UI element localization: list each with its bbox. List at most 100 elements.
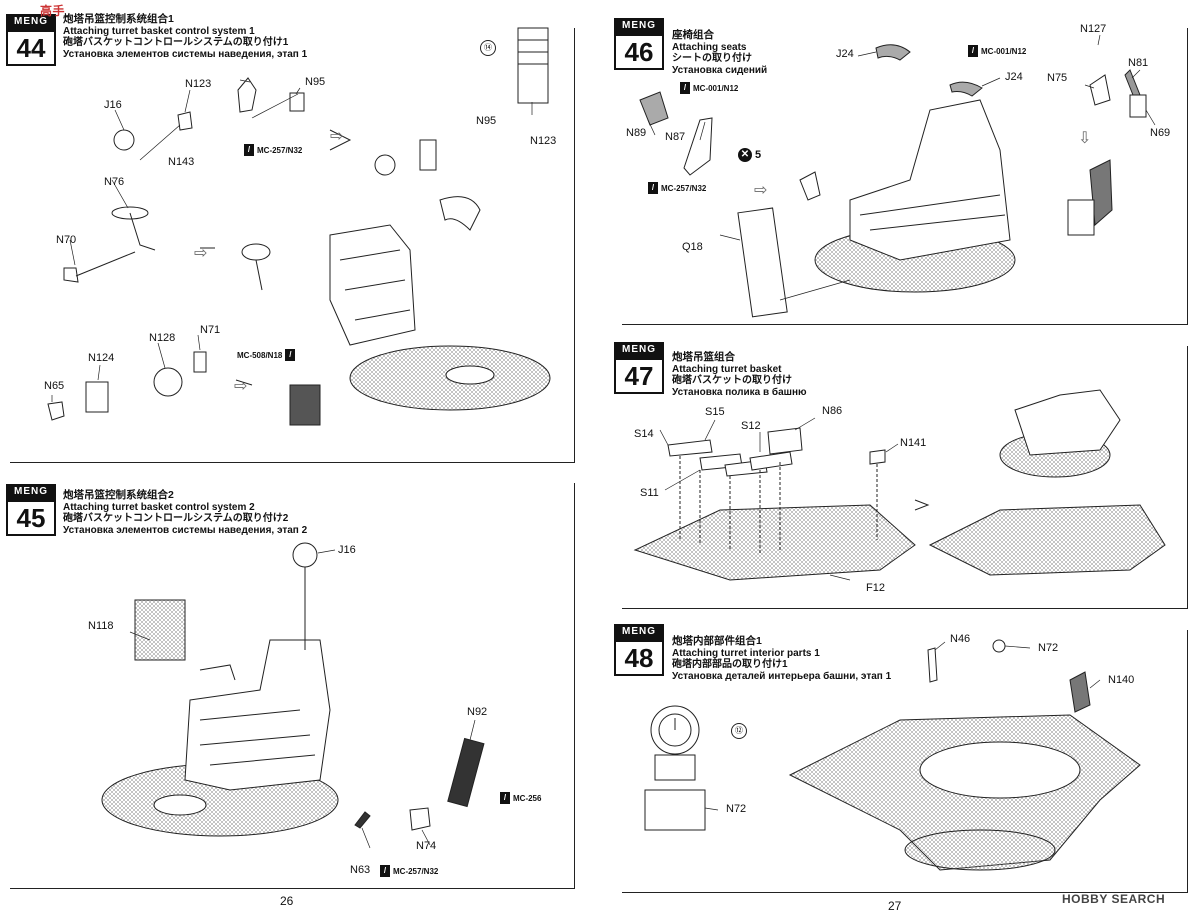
title-zh: 炮塔吊篮控制系统组合1 bbox=[63, 13, 174, 25]
paint-callout-mc257: /MC-257/N32 bbox=[380, 865, 438, 877]
title-en: Attaching turret basket control system 1 bbox=[63, 25, 255, 37]
arrow-right-icon: ⇨ bbox=[194, 245, 208, 262]
label-N92: N92 bbox=[467, 706, 488, 718]
step-46-title: 座椅组合 Attaching seats シートの取り付け Установка … bbox=[672, 29, 767, 76]
label-S14: S14 bbox=[634, 428, 654, 440]
step-number: 44 bbox=[6, 30, 56, 66]
step-number: 45 bbox=[6, 500, 56, 536]
paint-code: MC-256 bbox=[513, 793, 542, 803]
part-J16-45 bbox=[292, 542, 318, 568]
step-number: 47 bbox=[614, 358, 664, 394]
brush-icon: / bbox=[648, 182, 658, 194]
label-N95-right: N95 bbox=[476, 115, 497, 127]
meng-logo: MENG bbox=[614, 342, 664, 358]
title-ja: 砲塔バスケットの取り付け bbox=[672, 375, 792, 386]
label-N87: N87 bbox=[665, 131, 686, 143]
label-N123: N123 bbox=[185, 78, 212, 90]
motor-part-44 bbox=[289, 384, 321, 426]
floor-plate-F12-47 bbox=[633, 504, 916, 581]
label-S12: S12 bbox=[741, 420, 761, 432]
label-N123-right: N123 bbox=[530, 135, 557, 147]
label-N118: N118 bbox=[88, 620, 114, 632]
part-N92-45 bbox=[447, 737, 485, 808]
label-N72-left: N72 bbox=[726, 803, 747, 815]
brush-icon: / bbox=[285, 349, 296, 361]
arrow-right-icon: ⇨ bbox=[754, 182, 768, 199]
label-N143: N143 bbox=[168, 156, 195, 168]
label-Q18: Q18 bbox=[682, 241, 703, 253]
seat-J24-46 bbox=[875, 44, 911, 61]
label-N70: N70 bbox=[56, 234, 77, 246]
label-J16: J16 bbox=[338, 544, 356, 556]
watermark-top: 高手 bbox=[40, 4, 66, 18]
label-J24: J24 bbox=[1005, 71, 1023, 83]
meng-logo: MENG bbox=[6, 14, 56, 30]
label-N71: N71 bbox=[200, 324, 221, 336]
title-zh: 炮塔吊篮控制系统组合2 bbox=[63, 489, 174, 501]
title-zh: 炮塔吊篮组合 bbox=[672, 351, 735, 363]
label-N63: N63 bbox=[350, 864, 371, 876]
paint-callout-mc257: /MC-257/N32 bbox=[244, 144, 302, 156]
title-ru: Установка деталей интерьера башни, этап … bbox=[672, 670, 892, 682]
paint-code: MC-001/N12 bbox=[693, 83, 739, 93]
step-number: 46 bbox=[614, 34, 664, 70]
title-ja: 砲塔バスケットコントロールシステムの取り付け2 bbox=[63, 513, 289, 524]
paint-callout-mc001: /MC-001/N12 bbox=[968, 45, 1026, 57]
step-48-badge: MENG 48 bbox=[614, 624, 664, 676]
title-zh: 炮塔内部部件组合1 bbox=[672, 635, 762, 647]
brush-icon: / bbox=[380, 865, 390, 877]
paint-code: MC-508/N18 bbox=[237, 350, 283, 360]
title-ru: Установка элементов системы наведения, э… bbox=[63, 48, 308, 60]
arrow-down-icon: ⇩ bbox=[1078, 130, 1092, 147]
callout-14: ⑭ bbox=[480, 40, 496, 56]
label-S15: S15 bbox=[705, 406, 725, 418]
meng-logo: MENG bbox=[614, 624, 664, 640]
arrow-right-icon: ⇨ bbox=[234, 378, 248, 395]
label-N46: N46 bbox=[950, 633, 971, 645]
panel-Q18-46 bbox=[737, 207, 788, 318]
times-icon: ✕ bbox=[738, 148, 752, 162]
paint-callout-mc256: /MC-256 bbox=[500, 792, 541, 804]
callout-12: ⑫ bbox=[731, 723, 747, 739]
label-N140: N140 bbox=[1108, 674, 1135, 686]
title-en: Attaching turret basket control system 2 bbox=[63, 501, 255, 513]
brush-icon: / bbox=[968, 45, 978, 57]
paint-code: MC-001/N12 bbox=[981, 46, 1027, 56]
watermark-bottom: HOBBY SEARCH bbox=[1062, 892, 1166, 906]
title-en: Attaching turret basket bbox=[672, 363, 782, 375]
step-46-badge: MENG 46 bbox=[614, 18, 664, 70]
label-N124: N124 bbox=[88, 352, 115, 364]
label-J24: J24 bbox=[836, 48, 854, 60]
step-45-title: 炮塔吊篮控制系统组合2 Attaching turret basket cont… bbox=[63, 489, 308, 536]
label-N86: N86 bbox=[822, 405, 843, 417]
title-ja: 砲塔バスケットコントロールシステムの取り付け1 bbox=[63, 37, 289, 48]
step-47-badge: MENG 47 bbox=[614, 342, 664, 394]
quantity-x5: ✕5 bbox=[738, 148, 761, 162]
step-47-title: 炮塔吊篮组合 Attaching turret basket 砲塔バスケットの取… bbox=[672, 351, 807, 398]
paint-code: MC-257/N32 bbox=[393, 866, 439, 876]
title-ru: Установка элементов системы наведения, э… bbox=[63, 524, 308, 536]
title-en: Attaching turret interior parts 1 bbox=[672, 647, 820, 659]
step-number: 48 bbox=[614, 640, 664, 676]
label-N141: N141 bbox=[900, 437, 927, 449]
part-N95-N123-44 bbox=[517, 27, 549, 104]
page-number-left: 26 bbox=[280, 894, 294, 908]
paint-callout-mc257: /MC-257/N32 bbox=[648, 182, 706, 194]
step-44-title: 炮塔吊篮控制系统组合1 Attaching turret basket cont… bbox=[63, 13, 308, 60]
paint-callout-mc001-2: /MC-001/N12 bbox=[680, 82, 738, 94]
label-N65: N65 bbox=[44, 380, 65, 392]
brush-icon: / bbox=[244, 144, 254, 156]
label-N127: N127 bbox=[1080, 23, 1107, 35]
label-N75: N75 bbox=[1047, 72, 1068, 84]
label-N89: N89 bbox=[626, 127, 647, 139]
paint-callout-mc508: MC-508/N18/ bbox=[237, 349, 296, 361]
label-S11: S11 bbox=[640, 487, 659, 499]
meng-logo: MENG bbox=[614, 18, 664, 34]
label-N128: N128 bbox=[149, 332, 176, 344]
label-N69: N69 bbox=[1150, 127, 1171, 139]
step-48-title: 炮塔内部部件组合1 Attaching turret interior part… bbox=[672, 635, 892, 682]
part-J16-44 bbox=[113, 129, 135, 151]
title-zh: 座椅组合 bbox=[672, 29, 714, 41]
paint-code: MC-257/N32 bbox=[257, 145, 303, 155]
